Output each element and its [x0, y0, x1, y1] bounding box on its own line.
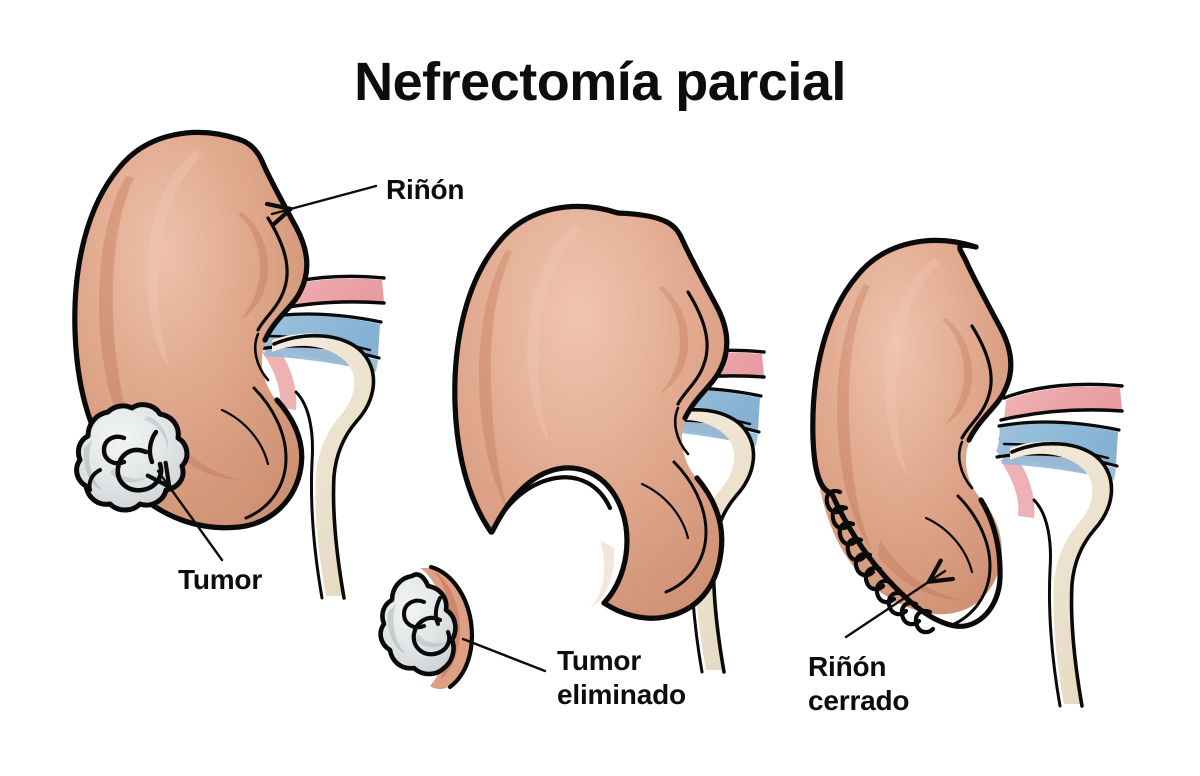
leader-line-tumor [145, 460, 224, 562]
suture-line-stage-3 [824, 488, 936, 635]
callout-tumor[interactable]: Tumor [145, 460, 263, 595]
renal-pelvis-ureter-3 [1010, 441, 1114, 708]
callout-label-tumor: Tumor [178, 564, 262, 595]
leader-line-closed-kidney [844, 558, 956, 639]
callout-label-removed-tumor-line2: eliminado [557, 679, 686, 710]
kidney-body-3 [810, 237, 1014, 629]
kidney-stage-1 [72, 129, 386, 600]
page-title: Nefrectomía parcial [354, 52, 846, 112]
kidney-stage-3 [810, 237, 1124, 708]
kidney-body-2 [452, 203, 730, 621]
callout-label-closed-kidney-line1: Riñón [808, 651, 886, 682]
callout-removed-tumor[interactable]: Tumor eliminado [461, 637, 686, 710]
leader-line-removed-tumor [461, 637, 547, 673]
callout-closed-kidney[interactable]: Riñón cerrado [808, 558, 956, 716]
callout-label-removed-tumor-line1: Tumor [557, 645, 641, 676]
callout-label-closed-kidney-line2: cerrado [808, 685, 909, 716]
kidney-stage-2 [378, 203, 766, 690]
callout-label-kidney: Riñón [386, 174, 464, 205]
renal-pelvis-ureter-1 [272, 333, 376, 600]
excised-tumor-specimen[interactable] [378, 564, 474, 690]
leader-line-kidney [264, 184, 378, 228]
callout-kidney[interactable]: Riñón [264, 174, 465, 228]
